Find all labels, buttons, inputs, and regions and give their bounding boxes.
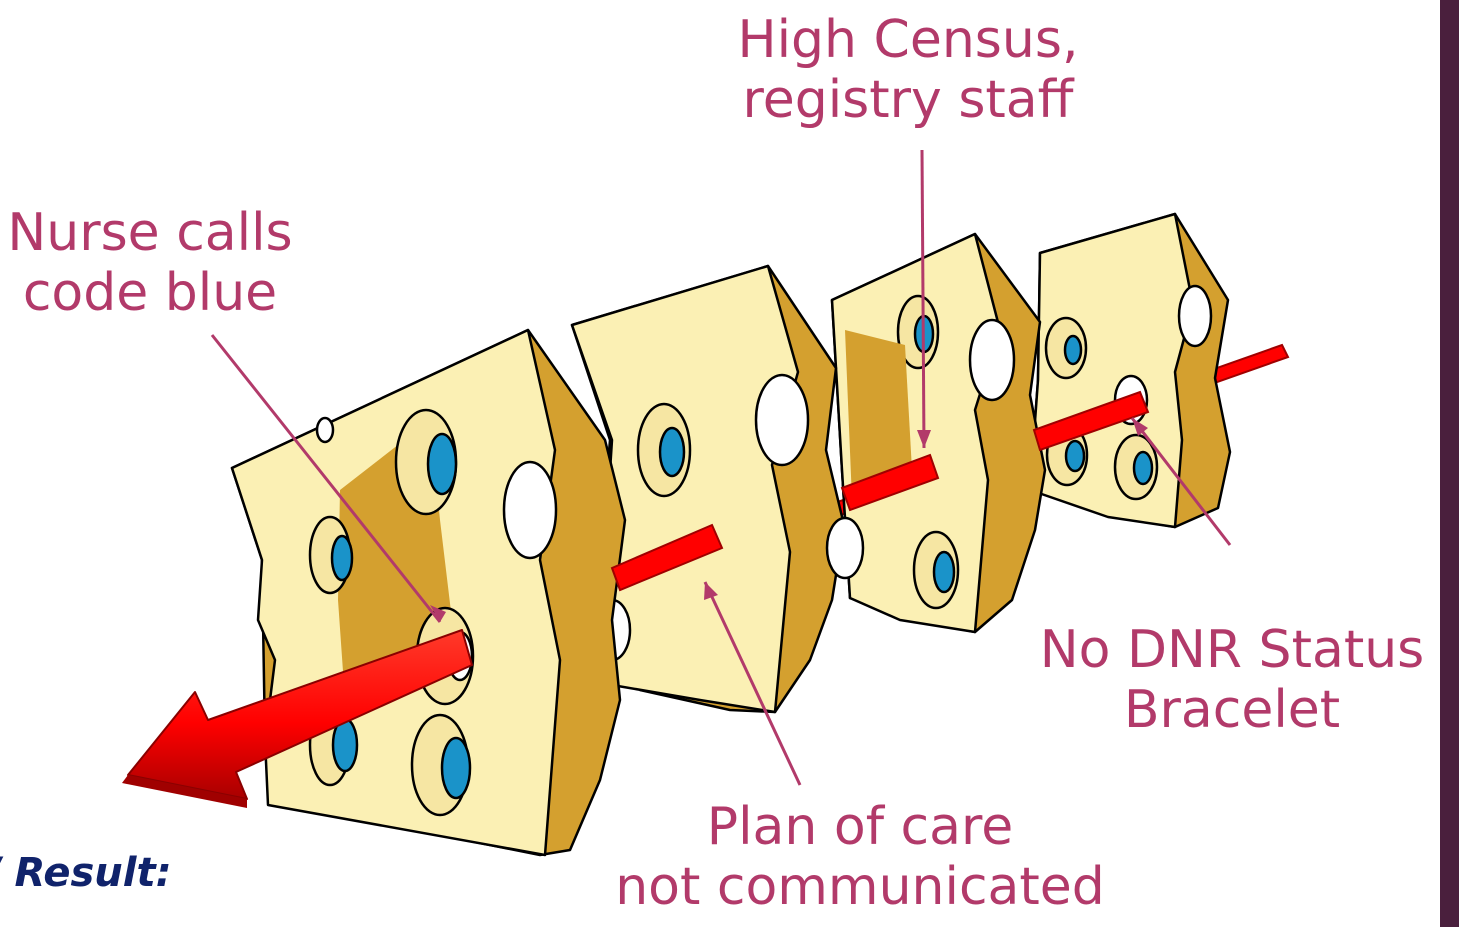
label-no-dnr-line1: No DNR Status	[1022, 620, 1442, 680]
right-edge-bar	[1440, 0, 1459, 927]
label-high-census: High Census, registry staff	[718, 10, 1098, 130]
label-nurse-calls: Nurse calls code blue	[0, 203, 300, 323]
label-high-census-line1: High Census,	[718, 10, 1098, 70]
label-plan-of-care: Plan of care not communicated	[590, 797, 1130, 917]
cheese-slice-3	[832, 234, 1045, 632]
label-nurse-calls-line1: Nurse calls	[0, 203, 300, 263]
cheese-slice-4	[1030, 214, 1230, 527]
result-text: / Result:	[0, 850, 172, 896]
label-no-dnr-line2: Bracelet	[1022, 680, 1442, 740]
cheese-slice-1	[232, 330, 625, 855]
label-plan-of-care-line2: not communicated	[590, 857, 1130, 917]
label-nurse-calls-line2: code blue	[0, 263, 300, 323]
label-no-dnr: No DNR Status Bracelet	[1022, 620, 1442, 740]
label-plan-of-care-line1: Plan of care	[590, 797, 1130, 857]
label-high-census-line2: registry staff	[718, 70, 1098, 130]
